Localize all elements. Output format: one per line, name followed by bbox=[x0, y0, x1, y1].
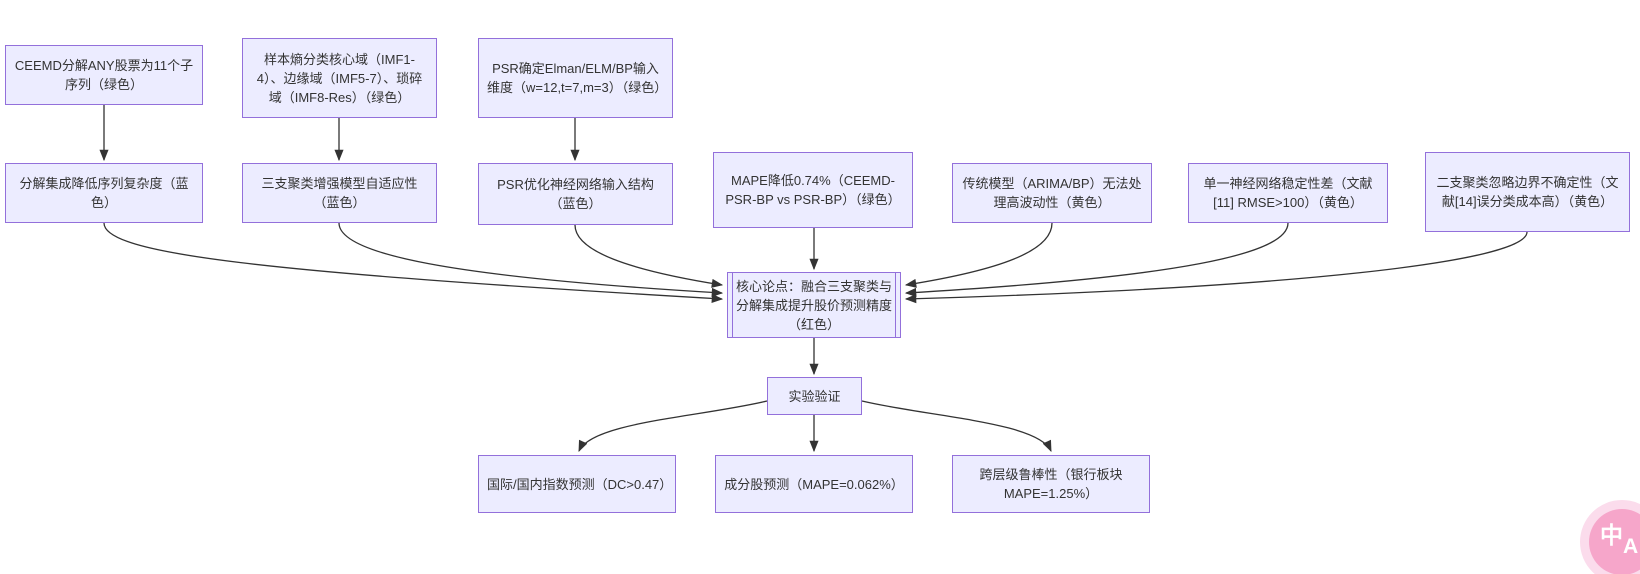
node-label: 跨层级鲁棒性（银行板块MAPE=1.25%） bbox=[979, 467, 1123, 501]
node-label: 样本熵分类核心域（IMF1-4）、边缘域（IMF5-7）、琐碎域（IMF8-Re… bbox=[256, 51, 423, 105]
node-traditional-model-limit: 传统模型（ARIMA/BP）无法处理高波动性（黄色） bbox=[952, 163, 1152, 223]
node-label: 单一神经网络稳定性差（文献[11] RMSE>100）（黄色） bbox=[1203, 176, 1373, 210]
edge-mid3-core bbox=[574, 224, 724, 288]
node-mape-reduction: MAPE降低0.74%（CEEMD-PSR-BP vs PSR-BP）（绿色） bbox=[713, 152, 913, 228]
node-label: 分解集成降低序列复杂度（蓝色） bbox=[19, 176, 189, 210]
edge-mid2-core bbox=[338, 222, 724, 297]
node-label: 实验验证 bbox=[788, 388, 841, 404]
node-label: 传统模型（ARIMA/BP）无法处理高波动性（黄色） bbox=[962, 176, 1142, 210]
subroutine-bar-left bbox=[732, 273, 733, 337]
node-single-nn-instability: 单一神经网络稳定性差（文献[11] RMSE>100）（黄色） bbox=[1188, 163, 1388, 223]
node-label: 成分股预测（MAPE=0.062%） bbox=[724, 476, 904, 492]
node-constituent-stock-prediction: 成分股预测（MAPE=0.062%） bbox=[715, 455, 913, 513]
node-core-thesis: 核心论点：融合三支聚类与分解集成提升股价预测精度（红色） bbox=[727, 272, 901, 338]
translate-icon-latin: A bbox=[1623, 535, 1639, 558]
node-ceemd-decompose: CEEMD分解ANY股票为11个子序列（绿色） bbox=[5, 45, 203, 105]
node-label: PSR优化神经网络输入结构（蓝色） bbox=[497, 177, 654, 211]
node-sample-entropy: 样本熵分类核心域（IMF1-4）、边缘域（IMF5-7）、琐碎域（IMF8-Re… bbox=[242, 38, 437, 118]
node-label: 国际/国内指数预测（DC>0.47） bbox=[487, 476, 673, 492]
edge-mid1-core bbox=[103, 222, 724, 303]
subroutine-bar-right bbox=[895, 273, 896, 337]
node-psr-optimize: PSR优化神经网络输入结构（蓝色） bbox=[478, 163, 673, 225]
node-label: 三支聚类增强模型自适应性（蓝色） bbox=[261, 176, 418, 210]
node-cross-level-robustness: 跨层级鲁棒性（银行板块MAPE=1.25%） bbox=[952, 455, 1150, 513]
node-psr-dimension: PSR确定Elman/ELM/BP输入维度（w=12,t=7,m=3）（绿色） bbox=[478, 38, 673, 118]
edge-mid7-core bbox=[904, 231, 1528, 304]
node-label: 二支聚类忽略边界不确定性（文献[14]误分类成本高）（黄色） bbox=[1436, 175, 1619, 209]
translate-icon: 中 bbox=[1600, 522, 1623, 548]
edge-verify-b3 bbox=[861, 400, 1052, 453]
node-experiment-verification: 实验验证 bbox=[767, 377, 862, 415]
node-decomposition-ensemble: 分解集成降低序列复杂度（蓝色） bbox=[5, 163, 203, 223]
node-label: 核心论点：融合三支聚类与分解集成提升股价预测精度（红色） bbox=[736, 278, 893, 332]
node-label: MAPE降低0.74%（CEEMD-PSR-BP vs PSR-BP）（绿色） bbox=[725, 173, 901, 207]
node-three-way-clustering: 三支聚类增强模型自适应性（蓝色） bbox=[242, 163, 437, 223]
translate-widget-button[interactable]: 中 A bbox=[1589, 509, 1640, 574]
node-label: CEEMD分解ANY股票为11个子序列（绿色） bbox=[14, 58, 194, 92]
node-two-way-clustering-limit: 二支聚类忽略边界不确定性（文献[14]误分类成本高）（黄色） bbox=[1425, 152, 1630, 232]
edge-mid5-core bbox=[904, 222, 1053, 288]
node-index-prediction: 国际/国内指数预测（DC>0.47） bbox=[478, 455, 676, 513]
edge-verify-b1 bbox=[578, 400, 768, 453]
node-label: PSR确定Elman/ELM/BP输入维度（w=12,t=7,m=3）（绿色） bbox=[487, 61, 668, 95]
edge-mid6-core bbox=[904, 222, 1289, 297]
